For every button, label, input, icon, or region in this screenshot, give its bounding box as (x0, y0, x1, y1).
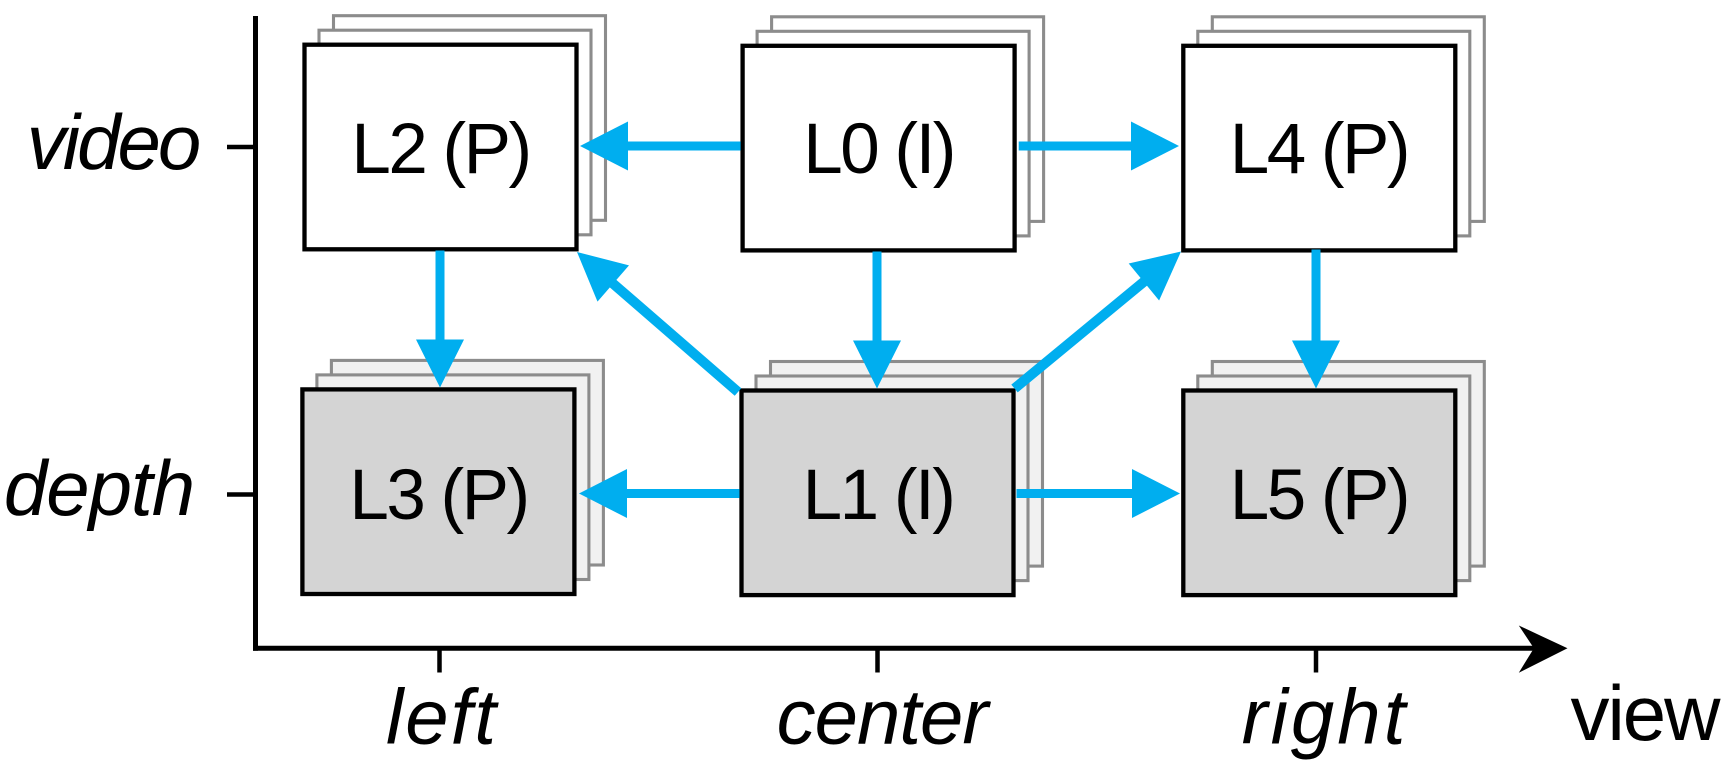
svg-text:L5 (P): L5 (P) (1230, 456, 1408, 535)
svg-text:L2 (P): L2 (P) (351, 110, 529, 189)
svg-text:depth: depth (4, 444, 194, 532)
svg-text:L3 (P): L3 (P) (349, 456, 527, 535)
svg-text:right: right (1242, 673, 1409, 761)
svg-text:L1 (I): L1 (I) (803, 456, 954, 535)
svg-text:L0 (I): L0 (I) (803, 110, 954, 189)
svg-text:video: video (27, 98, 199, 186)
svg-text:center: center (777, 673, 992, 761)
svg-text:view: view (1570, 669, 1721, 757)
svg-text:left: left (386, 673, 499, 761)
svg-text:L4 (P): L4 (P) (1230, 110, 1408, 189)
